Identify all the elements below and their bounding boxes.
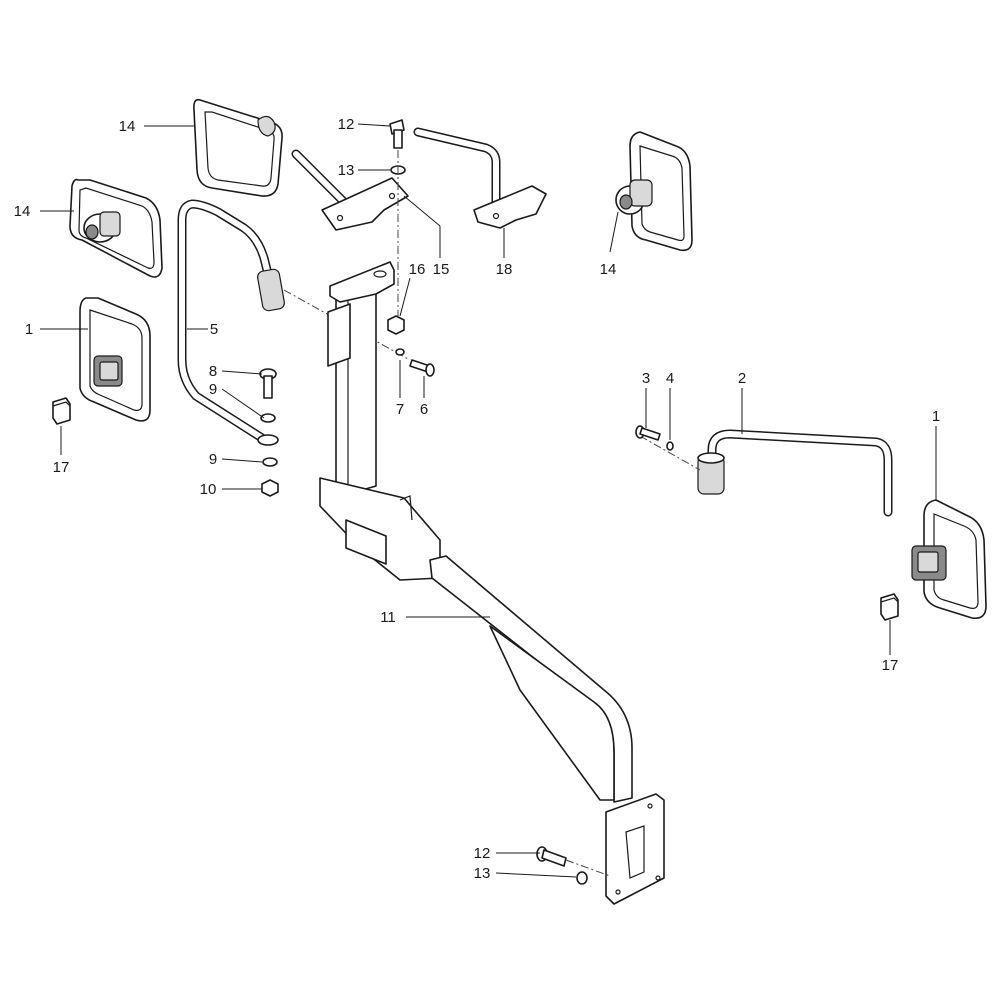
callout-8: 8	[209, 363, 217, 380]
washer-7	[395, 348, 405, 356]
leader-lines	[40, 123, 937, 878]
axis-line-bottom	[565, 859, 611, 877]
bracket-15	[291, 149, 409, 231]
bolt-12-top	[389, 119, 405, 149]
mirror-arm-5	[177, 199, 285, 446]
callout-17: 17	[53, 459, 70, 476]
nut-17-right	[880, 593, 899, 621]
callout-12: 12	[474, 845, 491, 862]
callout-12: 12	[338, 116, 355, 133]
main-bracket-11	[319, 261, 665, 905]
bolt-12-bottom	[536, 846, 567, 867]
mirror-head-14-top	[193, 98, 283, 197]
callout-13: 13	[338, 162, 355, 179]
callout-9: 9	[209, 451, 217, 468]
nut-17-left	[52, 397, 71, 425]
callout-3: 3	[642, 370, 650, 387]
callout-7: 7	[396, 401, 404, 418]
nut-10	[261, 479, 279, 497]
mirror-arm-2	[697, 429, 893, 517]
callout-6: 6	[420, 401, 428, 418]
nut-16	[387, 315, 405, 335]
callout-13: 13	[474, 865, 491, 882]
mirror-head-14-left	[69, 178, 163, 278]
callout-5: 5	[210, 321, 218, 338]
callout-16: 16	[409, 261, 426, 278]
callout-1: 1	[25, 321, 33, 338]
washer-4	[666, 441, 674, 451]
washer-13-bottom	[576, 871, 588, 885]
bracket-18	[413, 127, 547, 229]
bolt-8	[259, 368, 277, 399]
callout-11: 11	[380, 609, 396, 626]
axis-line-2	[639, 435, 701, 471]
callout-17: 17	[882, 657, 899, 674]
callout-14: 14	[119, 118, 136, 135]
bolt-6	[409, 359, 435, 377]
mirror-head-1-right	[911, 499, 987, 620]
washer-9-upper	[260, 413, 276, 423]
callout-14: 14	[600, 261, 617, 278]
bolt-3	[635, 425, 661, 441]
callout-18: 18	[496, 261, 513, 278]
callout-15: 15	[433, 261, 450, 278]
callout-labels: 14 14 14 1 1 5 8 9 9 10 17 17 12 12 13 1…	[14, 116, 941, 882]
mirror-head-14-right	[615, 131, 693, 252]
callout-9: 9	[209, 381, 217, 398]
callout-2: 2	[738, 370, 746, 387]
callout-14: 14	[14, 203, 31, 220]
callout-4: 4	[666, 370, 674, 387]
washer-9-lower	[262, 457, 278, 467]
callout-1: 1	[932, 408, 940, 425]
mirror-head-1-left	[79, 297, 151, 422]
callout-10: 10	[200, 481, 217, 498]
